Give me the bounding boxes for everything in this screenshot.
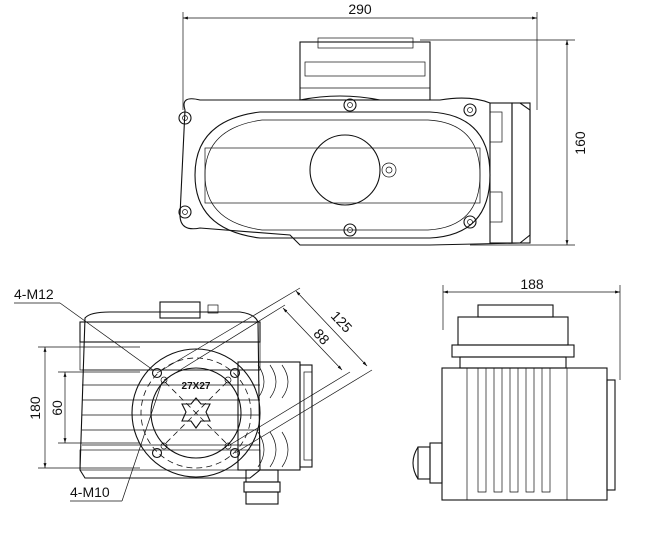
top-view: 290 160 [178, 1, 588, 246]
dimension-88: 88 [310, 325, 332, 347]
dimension-160: 160 [572, 131, 588, 155]
dimension-60: 60 [49, 400, 65, 416]
dimension-188: 188 [520, 276, 544, 292]
dimension-180: 180 [27, 396, 43, 420]
dimension-290: 290 [348, 1, 372, 17]
square-drive-label: 27X27 [182, 381, 211, 392]
label-4-m10: 4-M10 [70, 484, 110, 500]
label-4-m12: 4-M12 [14, 286, 54, 302]
dimension-125: 125 [328, 308, 356, 336]
front-view: 27X27 180 60 125 88 4-M12 4-M10 [14, 286, 373, 505]
square-drive-icon [181, 397, 211, 429]
side-view: 188 [412, 276, 621, 501]
